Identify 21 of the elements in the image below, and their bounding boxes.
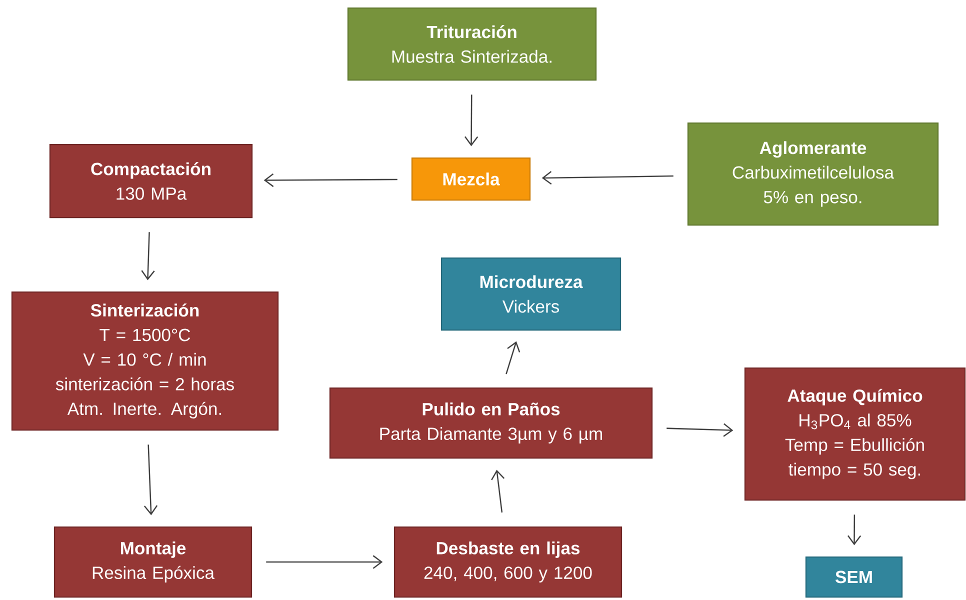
process-box: SEM — [805, 556, 903, 598]
process-box: Trituración Muestra Sinterizada. — [347, 7, 597, 81]
process-box: Mezcla — [411, 157, 531, 201]
process-box: Compactación 130 MPa — [49, 144, 253, 218]
arrow — [464, 94, 478, 146]
arrow — [141, 232, 155, 280]
arrow — [666, 423, 734, 437]
arrow — [491, 470, 505, 513]
process-box: Montaje Resina Epóxica — [54, 526, 252, 598]
process-box: Ataque Químico H$_{3}$PO$_{4}$ al 85% Temp = Ebullición tiempo = 50 seg. — [744, 367, 966, 501]
arrow — [266, 555, 383, 569]
arrow — [144, 444, 158, 516]
process-box: Sinterización T = 1500°C V = 10 °C / min sinterización = 2 horas Atm. Inerte. Argón. — [11, 291, 279, 431]
arrow — [542, 171, 674, 185]
process-box: Aglomerante Carbuximetilcelulosa 5% en peso. — [687, 122, 939, 226]
arrow — [264, 173, 398, 188]
process-box: Microdureza Vickers — [440, 257, 622, 331]
process-box: Pulido en Paños Parta Diamante 3µm y 6 µm — [329, 387, 653, 459]
arrow — [506, 341, 520, 374]
arrow — [847, 514, 862, 546]
process-box: Desbaste en lijas 240, 400, 600 y 1200 — [394, 526, 622, 598]
